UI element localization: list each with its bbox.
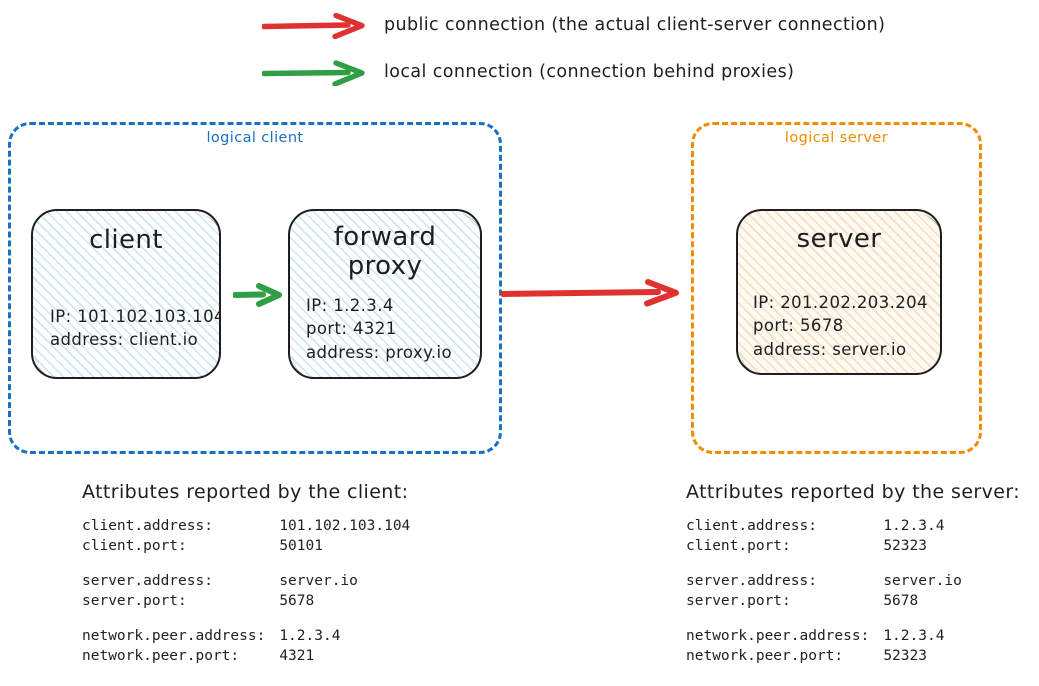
attributes-server-block: Attributes reported by the server: clien… (686, 483, 1020, 666)
logical-client-group: logical client client IP: 101.102.103.10… (8, 122, 502, 454)
table-row: server.port: 5678 (686, 591, 962, 611)
node-forward-proxy-prop-ip: IP: 1.2.3.4 (306, 296, 394, 315)
table-row: network.peer.address: 1.2.3.4 (686, 626, 962, 646)
node-server-properties: IP: 201.202.203.204 port: 5678 address: … (753, 291, 928, 361)
table-row-spacer (82, 556, 410, 571)
legend-label-public: public connection (the actual client-ser… (384, 15, 886, 36)
attr-key: server.address: (82, 573, 213, 589)
attr-key: network.peer.address: (82, 628, 266, 644)
attr-key: server.address: (686, 573, 817, 589)
node-client[interactable]: client IP: 101.102.103.104 address: clie… (31, 209, 221, 379)
table-row: server.address: server.io (82, 571, 410, 591)
attr-value: 5678 (279, 593, 315, 609)
node-client-properties: IP: 101.102.103.104 address: client.io (50, 305, 221, 352)
table-row: client.address: 101.102.103.104 (82, 516, 410, 536)
node-forward-proxy-properties: IP: 1.2.3.4 port: 4321 address: proxy.io (306, 294, 452, 364)
attr-value: 101.102.103.104 (279, 518, 411, 534)
node-client-prop-address: address: client.io (50, 330, 199, 350)
attr-value: 1.2.3.4 (883, 518, 945, 534)
attr-value: 50101 (279, 538, 323, 554)
attr-key: client.port: (686, 538, 791, 554)
attributes-client-block: Attributes reported by the client: clien… (82, 483, 410, 666)
attributes-server-heading: Attributes reported by the server: (686, 481, 1021, 503)
node-forward-proxy-title-line2: proxy (347, 251, 423, 282)
table-row: client.port: 52323 (686, 536, 962, 556)
table-row: server.address: server.io (686, 571, 962, 591)
attr-value: server.io (883, 573, 962, 589)
table-row: network.peer.address: 1.2.3.4 (82, 626, 410, 646)
attr-value: 5678 (883, 593, 919, 609)
table-row: client.address: 1.2.3.4 (686, 516, 962, 536)
node-forward-proxy-title: forward proxy (290, 222, 480, 282)
attr-key: client.address: (686, 518, 817, 534)
node-forward-proxy-prop-port: port: 4321 (306, 319, 397, 339)
attr-key: server.port: (82, 593, 187, 609)
attr-value: 52323 (883, 538, 927, 554)
attributes-client-table: client.address: 101.102.103.104 client.p… (82, 516, 410, 666)
node-client-prop-ip: IP: 101.102.103.104 (50, 307, 221, 326)
table-row-spacer (82, 611, 410, 626)
table-row-spacer (686, 611, 962, 626)
connector-client-to-proxy (232, 283, 283, 311)
logical-client-label: logical client (206, 130, 304, 146)
attr-value: 52323 (883, 648, 927, 664)
attr-key: server.port: (686, 593, 791, 609)
node-client-title: client (89, 225, 163, 255)
legend-label-local: local connection (connection behind prox… (384, 62, 795, 83)
legend-row-local: local connection (connection behind prox… (262, 60, 794, 86)
attr-value: 1.2.3.4 (279, 628, 341, 644)
legend-row-public: public connection (the actual client-ser… (262, 13, 885, 39)
attr-value: server.io (279, 573, 358, 589)
table-row: client.port: 50101 (82, 536, 410, 556)
attr-key: network.peer.address: (686, 628, 870, 644)
logical-server-group: logical server server IP: 201.202.203.20… (691, 122, 982, 454)
table-row-spacer (686, 556, 962, 571)
red-right-arrow-icon (262, 13, 366, 39)
connector-proxy-to-server (500, 278, 680, 312)
node-forward-proxy-prop-address: address: proxy.io (306, 342, 453, 362)
node-server[interactable]: server IP: 201.202.203.204 port: 5678 ad… (736, 209, 942, 375)
attr-value: 4321 (279, 648, 315, 664)
node-server-prop-address: address: server.io (753, 339, 907, 359)
attr-key: client.address: (82, 518, 213, 534)
logical-server-label: logical server (784, 130, 889, 146)
green-right-arrow-icon (262, 60, 366, 86)
attr-value: 1.2.3.4 (883, 628, 945, 644)
attributes-client-heading: Attributes reported by the client: (82, 481, 409, 503)
node-server-prop-port: port: 5678 (753, 316, 844, 336)
attr-key: network.peer.port: (82, 648, 240, 664)
node-forward-proxy-title-line1: forward (333, 222, 437, 252)
node-server-prop-ip: IP: 201.202.203.204 (753, 293, 928, 312)
table-row: server.port: 5678 (82, 591, 410, 611)
table-row: network.peer.port: 4321 (82, 646, 410, 666)
table-row: network.peer.port: 52323 (686, 646, 962, 666)
attr-key: client.port: (82, 538, 187, 554)
node-forward-proxy[interactable]: forward proxy IP: 1.2.3.4 port: 4321 add… (288, 209, 482, 379)
node-server-title: server (796, 224, 882, 254)
attr-key: network.peer.port: (686, 648, 844, 664)
attributes-server-table: client.address: 1.2.3.4 client.port: 523… (686, 516, 962, 666)
